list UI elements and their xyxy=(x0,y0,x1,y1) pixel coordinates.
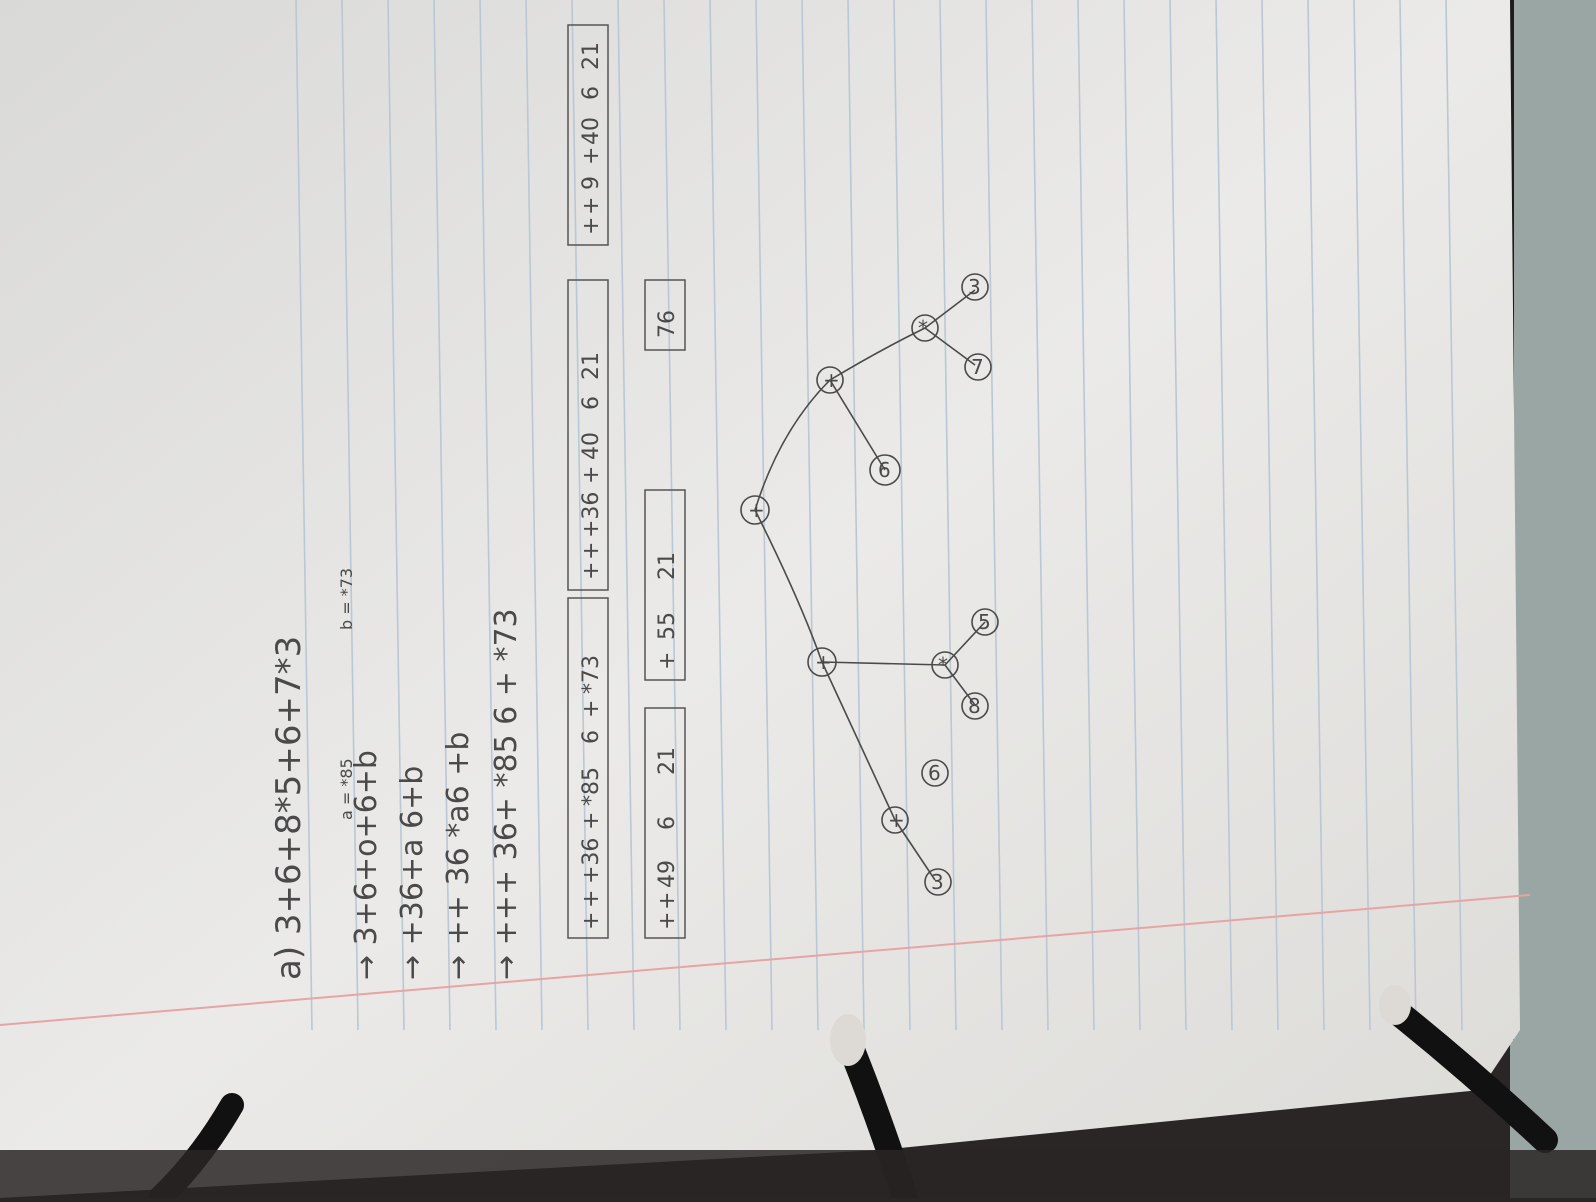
svg-text:5: 5 xyxy=(978,610,991,634)
stack-cell: + xyxy=(579,890,604,908)
cover-edge xyxy=(1510,0,1596,1198)
stack-cell: *73 xyxy=(579,655,604,694)
tree-node: * xyxy=(931,651,959,679)
stack-row-1: + + +36 + *85 6 + *73 xyxy=(567,597,609,939)
stack-cell: 9 xyxy=(579,176,604,190)
bottom-shadow xyxy=(0,1150,1596,1198)
expression-line-2: → 3+6+o+6+b xyxy=(349,750,384,980)
tree-node: + xyxy=(807,647,837,677)
svg-text:+: + xyxy=(823,368,840,392)
stack-cell: + xyxy=(655,912,680,930)
svg-text:+: + xyxy=(748,498,765,522)
stack-cell: 21 xyxy=(579,352,604,380)
paper-sheet xyxy=(0,0,1520,1198)
stack-cell: 6 xyxy=(579,86,604,100)
stack-cell: +36 xyxy=(579,492,604,538)
stack-cell: 6 xyxy=(579,396,604,410)
stack-cell: *85 xyxy=(579,767,604,806)
svg-text:7: 7 xyxy=(971,355,984,379)
tree-node: * xyxy=(911,314,939,342)
tree-node: + xyxy=(816,366,844,394)
expression-line-1: a) 3+6+8*5+6+7*3 xyxy=(269,636,309,980)
tree-node: + xyxy=(740,495,770,525)
tree-node: 6 xyxy=(921,759,949,787)
stack-cell: 40 xyxy=(579,432,604,460)
stack-row-4: + + 49 6 21 xyxy=(644,707,686,939)
stack-cell: + xyxy=(655,892,680,910)
svg-text:3: 3 xyxy=(968,275,981,299)
stack-cell: + xyxy=(579,542,604,560)
annotation-b: b = *73 xyxy=(337,568,356,630)
stack-cell: + xyxy=(579,562,604,580)
svg-text:+: + xyxy=(815,650,832,674)
stack-row-5: + 55 21 xyxy=(644,489,686,681)
tree-node: + xyxy=(881,806,909,834)
tree-node: 3 xyxy=(961,273,989,301)
stack-cell: + xyxy=(655,652,680,670)
tree-node: 6 xyxy=(869,454,901,486)
stack-cell: + xyxy=(579,466,604,484)
stack-cell: + xyxy=(579,700,604,718)
stack-cell: 6 xyxy=(655,816,680,830)
stack-cell: 6 xyxy=(579,730,604,744)
svg-text:*: * xyxy=(938,653,948,677)
svg-text:6: 6 xyxy=(878,458,891,482)
expression-line-4: → ++ 36 *a6 +b xyxy=(441,732,476,980)
svg-text:+: + xyxy=(888,808,905,832)
stack-cell: + xyxy=(579,217,604,235)
stack-cell: + xyxy=(579,147,604,165)
punch-hole xyxy=(830,1014,866,1066)
margin-line xyxy=(0,894,1531,1026)
punch-hole xyxy=(1379,985,1411,1025)
stack-cell: 21 xyxy=(655,552,680,580)
stack-cell: 55 xyxy=(655,612,680,640)
stack-cell: 40 xyxy=(579,117,604,145)
stack-cell: 21 xyxy=(579,42,604,70)
stack-cell: + xyxy=(579,812,604,830)
tree-node: 7 xyxy=(964,353,992,381)
stack-cell: 76 xyxy=(655,310,680,338)
stack-cell: + xyxy=(579,912,604,930)
tree-edges xyxy=(754,289,986,881)
tree-node: 8 xyxy=(961,692,989,720)
stack-cell: 21 xyxy=(655,747,680,775)
tree-node: 3 xyxy=(924,868,952,896)
stack-cell: 49 xyxy=(655,860,680,888)
expression-line-5: → +++ 36+ *85 6 + *73 xyxy=(489,608,524,980)
svg-text:8: 8 xyxy=(968,694,981,718)
stack-row-6: 76 xyxy=(644,279,686,351)
handwriting-area: a) 3+6+8*5+6+7*3 → 3+6+o+6+b → +36+a 6+b… xyxy=(269,24,686,980)
svg-text:6: 6 xyxy=(928,761,941,785)
stack-row-3: + + 9 + 40 6 21 xyxy=(567,24,609,246)
ruled-lines xyxy=(295,0,1463,1031)
stack-cell: +36 xyxy=(579,838,604,884)
expression-line-3: → +36+a 6+b xyxy=(395,766,430,980)
stack-cell: + xyxy=(579,197,604,215)
binder-ring xyxy=(1382,997,1558,1153)
svg-text:*: * xyxy=(918,316,928,340)
tree-nodes: + + + 3 6 * 8 5 + 6 * 7 3 xyxy=(740,273,999,896)
tree-node: 5 xyxy=(971,608,999,636)
svg-text:3: 3 xyxy=(931,870,944,894)
stack-row-2: + + +36 + 40 6 21 xyxy=(567,279,609,591)
annotation-a: a = *85 xyxy=(337,758,356,820)
